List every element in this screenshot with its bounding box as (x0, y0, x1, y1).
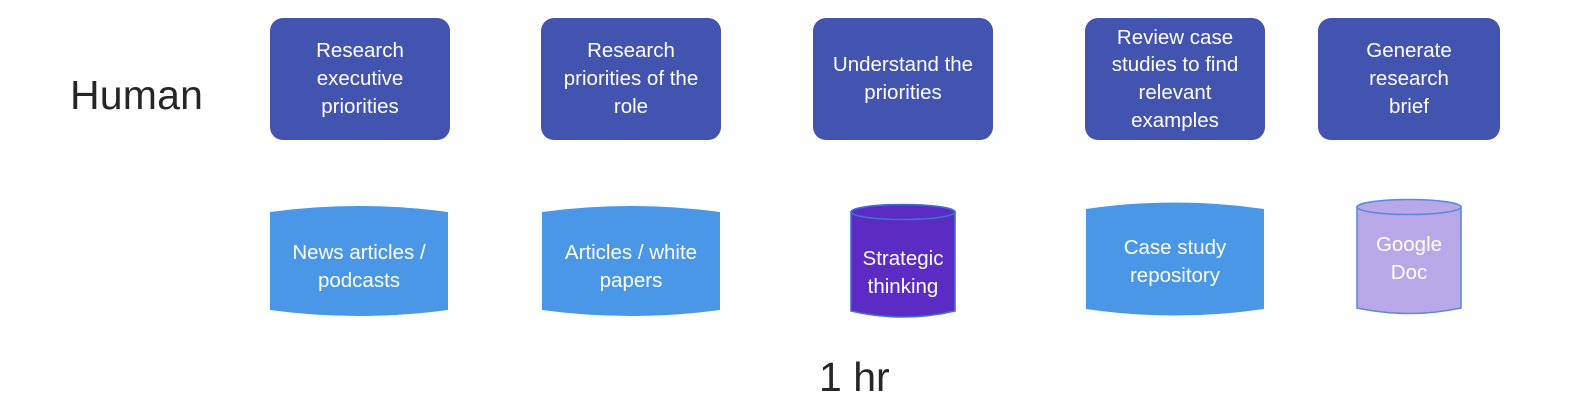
cylinder-shape-icon (850, 203, 956, 318)
data-store-news-articles-podcasts[interactable]: News articles / podcasts (268, 200, 450, 322)
task-card-label: Research priorities of the role (563, 39, 699, 118)
data-store-label: Google Doc (1375, 233, 1443, 284)
data-store-strategic-thinking[interactable]: Strategic thinking (849, 203, 957, 323)
barrel-shape-icon (1086, 202, 1264, 316)
task-card-label: Generate research brief (1366, 39, 1452, 118)
task-card-generate-research-brief[interactable]: Generate research brief (1318, 18, 1500, 140)
task-card-review-case-studies[interactable]: Review case studies to find relevant exa… (1085, 18, 1265, 140)
barrel-shape-icon (542, 206, 720, 316)
data-store-articles-white-papers[interactable]: Articles / white papers (540, 200, 722, 322)
row-label-human: Human (70, 72, 204, 118)
task-card-label: Review case studies to find relevant exa… (1111, 25, 1239, 132)
data-store-case-study-repository[interactable]: Case study repository (1084, 196, 1266, 322)
duration-caption: 1 hr (819, 354, 890, 400)
task-card-understand-the-priorities[interactable]: Understand the priorities (813, 18, 993, 140)
data-store-label: Articles / white papers (564, 241, 698, 292)
barrel-shape-icon (270, 206, 448, 316)
data-store-label: Case study repository (1123, 236, 1227, 287)
task-card-research-priorities-of-the-role[interactable]: Research priorities of the role (541, 18, 721, 140)
task-card-label: Research executive priorities (316, 39, 404, 118)
data-store-label: Strategic thinking (862, 247, 944, 298)
data-store-label: News articles / podcasts (292, 241, 426, 292)
cylinder-shape-icon (1356, 198, 1462, 315)
data-store-google-doc[interactable]: Google Doc (1355, 198, 1463, 320)
task-card-label: Understand the priorities (832, 53, 974, 104)
task-card-research-executive-priorities[interactable]: Research executive priorities (270, 18, 450, 140)
